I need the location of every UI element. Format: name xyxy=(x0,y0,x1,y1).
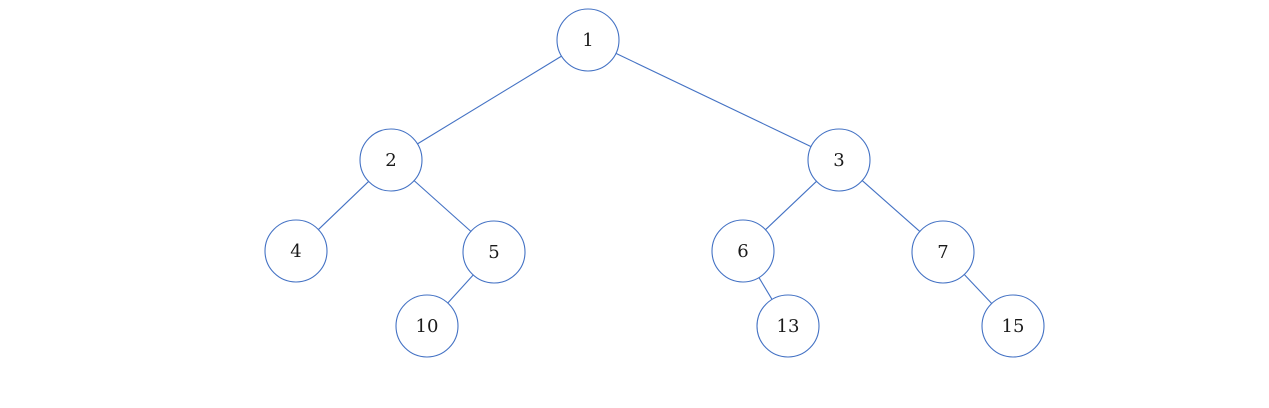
tree-node-circle-7[interactable] xyxy=(911,220,975,284)
tree-node-label-3: 3 xyxy=(833,150,844,171)
tree-node-label-13: 13 xyxy=(777,316,800,337)
tree-node-circle-13[interactable] xyxy=(756,294,820,358)
tree-nodes-layer: 1 2 3 4 5 6 7 10 13 15 xyxy=(264,8,1045,358)
tree-node-1[interactable]: 1 xyxy=(556,8,620,72)
tree-node-4[interactable]: 4 xyxy=(264,219,328,283)
tree-node-label-4: 4 xyxy=(290,241,301,262)
tree-node-7[interactable]: 7 xyxy=(911,220,975,284)
tree-node-circle-15[interactable] xyxy=(981,294,1045,358)
tree-node-label-5: 5 xyxy=(488,242,499,263)
tree-node-6[interactable]: 6 xyxy=(711,219,775,283)
tree-node-label-7: 7 xyxy=(937,242,948,263)
tree-node-circle-3[interactable] xyxy=(807,128,871,192)
tree-node-circle-6[interactable] xyxy=(711,219,775,283)
tree-edge-3-7 xyxy=(861,180,921,232)
tree-node-label-10: 10 xyxy=(416,316,439,337)
tree-edge-1-3 xyxy=(615,52,812,148)
tree-node-circle-5[interactable] xyxy=(462,220,526,284)
tree-node-3[interactable]: 3 xyxy=(807,128,871,192)
tree-node-circle-4[interactable] xyxy=(264,219,328,283)
tree-node-13[interactable]: 13 xyxy=(756,294,820,358)
tree-node-circle-10[interactable] xyxy=(395,294,459,358)
tree-node-label-6: 6 xyxy=(737,241,748,262)
tree-edges-layer xyxy=(318,52,993,304)
tree-edge-3-6 xyxy=(765,180,817,231)
tree-node-10[interactable]: 10 xyxy=(395,294,459,358)
tree-edge-6-13 xyxy=(758,277,773,300)
tree-node-5[interactable]: 5 xyxy=(462,220,526,284)
tree-node-2[interactable]: 2 xyxy=(359,128,423,192)
tree-edge-2-4 xyxy=(318,181,369,230)
tree-edge-7-15 xyxy=(963,274,993,304)
tree-edge-1-2 xyxy=(417,55,562,145)
tree-edge-2-5 xyxy=(413,180,472,232)
tree-node-label-1: 1 xyxy=(582,30,593,51)
tree-node-15[interactable]: 15 xyxy=(981,294,1045,358)
tree-edge-5-10 xyxy=(447,274,474,304)
tree-node-circle-2[interactable] xyxy=(359,128,423,192)
tree-node-label-15: 15 xyxy=(1002,316,1025,337)
tree-node-circle-1[interactable] xyxy=(556,8,620,72)
tree-node-label-2: 2 xyxy=(385,150,396,171)
